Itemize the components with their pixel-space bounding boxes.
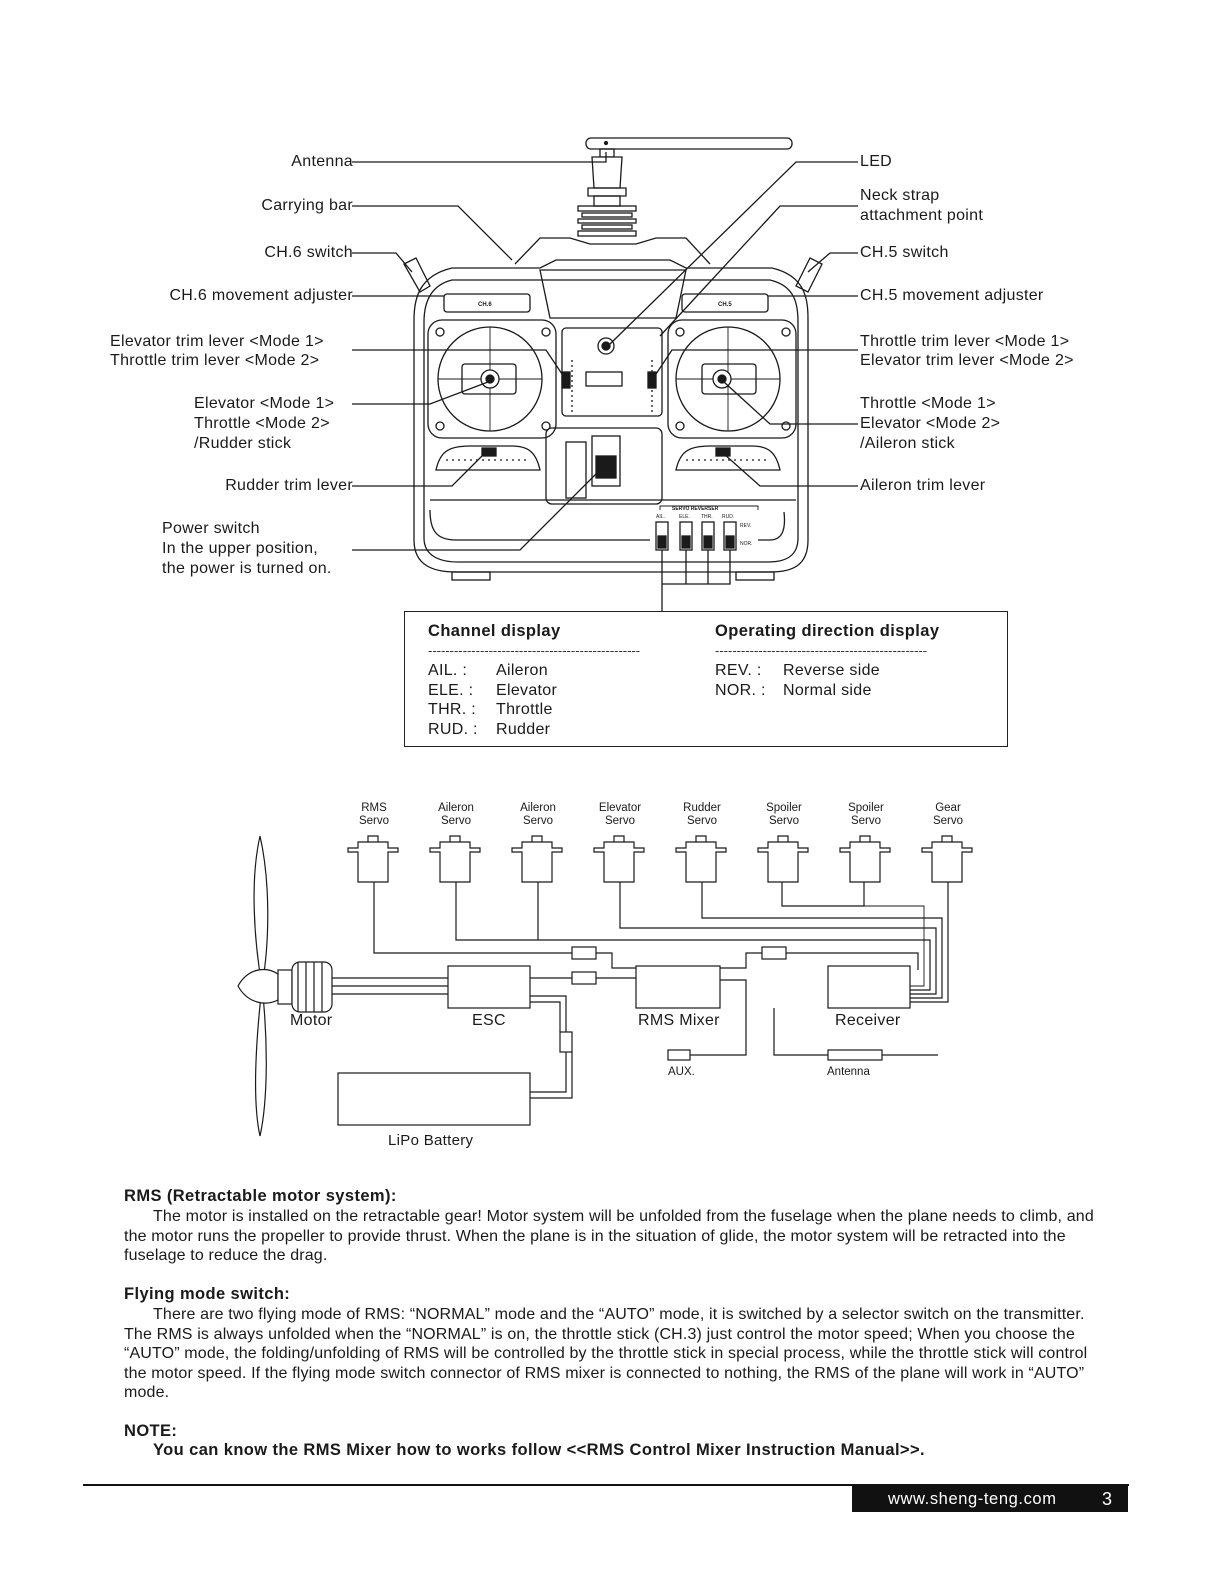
led-label: LED — [860, 153, 893, 170]
servo-reverser-label: SERVO REVERSER — [672, 506, 719, 512]
ch5-switch-label: CH.5 switch — [860, 244, 949, 261]
note-heading: NOTE: — [124, 1422, 178, 1440]
left-stick-line1: Elevator <Mode 1> — [194, 395, 335, 412]
rms-mixer-label: RMS Mixer — [638, 1012, 720, 1029]
neck-strap-line1: Neck strap — [860, 187, 940, 204]
ch6-switch-label: CH.6 switch — [264, 244, 353, 261]
neck-strap-line2: attachment point — [860, 207, 984, 224]
reverser-thr-label: THR. — [701, 514, 713, 520]
left-stick-line3: /Rudder stick — [194, 435, 292, 452]
channel-name-2: Throttle — [496, 701, 553, 718]
elevator-trim-mode2-label: Elevator trim lever <Mode 2> — [860, 352, 1074, 369]
carrying-bar-label: Carrying bar — [261, 197, 353, 214]
switch-graphics — [403, 257, 823, 293]
channel-name-0: Aileron — [496, 662, 548, 679]
reverser-nor-label: NOR. — [740, 541, 753, 547]
aux-label: AUX. — [668, 1066, 695, 1078]
direction-name-1: Normal side — [783, 682, 872, 699]
reverser-ele-label: ELE. — [679, 514, 690, 520]
operating-direction-heading: Operating direction display — [715, 622, 940, 640]
transmitter-diagram — [352, 137, 858, 611]
antenna-wire-label: Antenna — [827, 1066, 870, 1078]
channel-name-3: Rudder — [496, 721, 551, 738]
footer-site-bar: www.sheng-teng.com 3 — [852, 1486, 1128, 1512]
channel-name-1: Elevator — [496, 682, 558, 699]
channel-code-3: RUD. : — [428, 721, 478, 738]
esc-label: ESC — [472, 1012, 506, 1029]
channel-code-2: THR. : — [428, 701, 477, 718]
page-number: 3 — [1102, 1489, 1113, 1509]
motor-label: Motor — [290, 1012, 333, 1029]
channel-code-1: ELE. : — [428, 682, 474, 699]
footer-rule — [83, 1484, 1129, 1486]
receiver-label: Receiver — [835, 1012, 901, 1029]
flying-mode-body: There are two flying mode of RMS: “NORMA… — [124, 1306, 1088, 1401]
ch6-adjuster-label: CH.6 movement adjuster — [169, 287, 353, 304]
flying-mode-heading: Flying mode switch: — [124, 1285, 291, 1303]
power-switch-line2: In the upper position, — [162, 540, 319, 557]
rms-paragraph: The motor is installed on the retractabl… — [124, 1207, 1104, 1266]
rms-body: The motor is installed on the retractabl… — [124, 1208, 1094, 1264]
reverser-rud-label: RUD. — [722, 514, 735, 520]
elevator-trim-mode1-label: Elevator trim lever <Mode 1> — [110, 333, 324, 350]
ch5-adjuster-label: CH.5 movement adjuster — [860, 287, 1044, 304]
throttle-trim-mode2-label: Throttle trim lever <Mode 2> — [110, 352, 320, 369]
right-stick-line2: Elevator <Mode 2> — [860, 415, 1001, 432]
direction-code-1: NOR. : — [715, 682, 766, 699]
reverser-ail-label: AIL. — [656, 514, 665, 520]
flying-mode-paragraph: There are two flying mode of RMS: “NORMA… — [124, 1305, 1104, 1403]
right-stick-line1: Throttle <Mode 1> — [860, 395, 996, 412]
power-switch-line3: the power is turned on. — [162, 560, 332, 577]
direction-name-0: Reverse side — [783, 662, 880, 679]
aileron-trim-label: Aileron trim lever — [860, 477, 986, 494]
throttle-trim-mode1-label: Throttle trim lever <Mode 1> — [860, 333, 1070, 350]
antenna-label: Antenna — [291, 153, 353, 170]
direction-divider: ----------------------------------------… — [715, 643, 928, 658]
channel-legend-box — [404, 611, 1008, 747]
power-switch-line1: Power switch — [162, 520, 260, 537]
reverser-rev-label: REV. — [740, 523, 752, 529]
channel-code-0: AIL. : — [428, 662, 468, 679]
channel-display-heading: Channel display — [428, 622, 561, 640]
footer-website-link[interactable]: www.sheng-teng.com — [888, 1490, 1057, 1508]
rms-heading: RMS (Retractable motor system): — [124, 1187, 397, 1205]
note-body: You can know the RMS Mixer how to works … — [153, 1441, 925, 1459]
battery-label: LiPo Battery — [388, 1132, 474, 1149]
rudder-trim-label: Rudder trim lever — [225, 477, 353, 494]
direction-code-0: REV. : — [715, 662, 762, 679]
left-stick-line2: Throttle <Mode 2> — [194, 415, 330, 432]
antenna-graphic — [577, 137, 793, 237]
servo-icons — [347, 835, 973, 883]
right-stick-line3: /Aileron stick — [860, 435, 955, 452]
ch5-panel-label: CH.5 — [718, 302, 732, 308]
ch6-panel-label: CH.6 — [478, 302, 492, 308]
channel-divider: ----------------------------------------… — [428, 643, 641, 658]
